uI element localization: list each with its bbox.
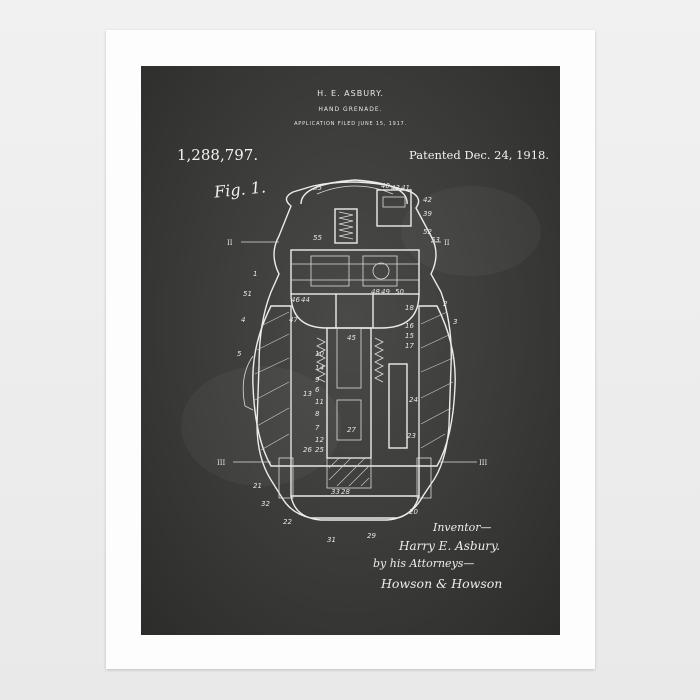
reference-numeral: 35	[313, 184, 322, 192]
reference-numeral: 40	[381, 182, 390, 190]
reference-numeral: 29	[367, 532, 376, 540]
reference-numeral: 46	[291, 296, 300, 304]
reference-numeral: 21	[253, 482, 262, 490]
reference-numeral: 51	[243, 290, 252, 298]
application-filed-line: APPLICATION FILED JUNE 15, 1917.	[294, 121, 407, 127]
reference-numeral: 11	[315, 398, 324, 406]
reference-numeral: 31	[327, 536, 336, 544]
central-tube	[326, 327, 372, 459]
reference-numeral: 23	[407, 432, 416, 440]
inventor-name-heading: H. E. ASBURY.	[317, 89, 384, 98]
reference-numeral: 33	[331, 488, 340, 496]
reference-numeral: 15	[405, 332, 414, 340]
base-ring-right	[416, 457, 432, 499]
reference-numeral: 1	[253, 270, 257, 278]
reference-numeral: 6	[315, 386, 320, 394]
patent-date: Patented Dec. 24, 1918.	[409, 148, 549, 162]
plunger-spring	[374, 337, 384, 383]
right-hatching	[420, 311, 454, 449]
reference-numeral: 49	[381, 288, 390, 296]
reference-numeral: 42	[423, 196, 432, 204]
reference-numeral: 17	[405, 342, 414, 350]
section-mark: III	[479, 459, 488, 467]
reference-numeral: 12	[315, 436, 324, 444]
left-segment	[252, 305, 292, 467]
timer-block	[362, 255, 398, 287]
reference-numeral: 44	[301, 296, 310, 304]
section-mark: III	[217, 459, 226, 467]
reference-numeral: 43	[391, 184, 400, 192]
timer-gear	[372, 262, 390, 280]
reference-numeral: 5	[237, 350, 242, 358]
attorneys-label: by his Attorneys—	[373, 557, 475, 570]
plunger	[336, 327, 362, 389]
reference-numeral: 20	[409, 508, 418, 516]
left-bulge	[242, 355, 254, 411]
reference-numeral: 24	[409, 396, 418, 404]
inventor-signature: Harry E. Asbury.	[399, 539, 501, 553]
reference-numeral: 48	[371, 288, 380, 296]
reference-numeral: 14	[315, 364, 324, 372]
reference-numeral: 22	[283, 518, 292, 526]
lever-pivot	[382, 196, 406, 208]
chalk-smudge	[401, 186, 541, 276]
patent-number: 1,288,797.	[177, 146, 259, 164]
top-cap	[300, 179, 408, 205]
reference-numeral: 55	[313, 234, 322, 242]
reference-numeral: 50	[395, 288, 404, 296]
reference-numeral: 7	[315, 424, 320, 432]
reference-numeral: 41	[401, 184, 410, 192]
reference-numeral: 53	[431, 236, 440, 244]
reference-numeral: 47	[289, 316, 298, 324]
reference-numeral: 28	[341, 488, 350, 496]
chalkboard-print: H. E. ASBURY. HAND GRENADE. APPLICATION …	[141, 66, 560, 635]
section-mark: II	[227, 239, 233, 247]
reference-numeral: 27	[347, 426, 356, 434]
charge-column	[388, 363, 408, 449]
reference-numeral: 13	[303, 390, 312, 398]
reference-numeral: 16	[405, 322, 414, 330]
base-ring-left	[278, 457, 294, 499]
inner-dome	[290, 293, 420, 329]
reference-numeral: 8	[315, 410, 320, 418]
lever-mechanism	[376, 189, 412, 227]
lower-chamber	[290, 465, 420, 497]
reference-numeral: 2	[443, 300, 448, 308]
base-plug	[290, 495, 420, 521]
reference-numeral: 4	[241, 316, 245, 324]
plunger-spring	[316, 337, 326, 383]
booster-block	[326, 457, 372, 489]
reference-numeral: 32	[261, 500, 270, 508]
right-segment	[418, 305, 456, 467]
grenade-section-drawing: II II III III 35 40 43 41 42 39 55 52 53…	[217, 179, 488, 544]
inventor-label: Inventor—	[433, 521, 492, 534]
reference-numeral: 39	[423, 210, 432, 218]
cap-dome	[316, 185, 394, 195]
reference-numeral: 45	[347, 334, 356, 342]
attorneys-signature: Howson & Howson	[381, 576, 503, 591]
upper-chamber	[290, 249, 420, 295]
section-mark: II	[444, 239, 450, 247]
reference-numeral: 26	[303, 446, 312, 454]
reference-numeral: 10	[315, 350, 324, 358]
booster-hatching	[328, 457, 370, 487]
reference-numeral: 9	[315, 376, 320, 384]
detonator-cap	[336, 399, 362, 441]
timer-block	[310, 255, 350, 287]
invention-title: HAND GRENADE.	[318, 106, 383, 113]
firing-pin-spring	[338, 211, 354, 240]
reference-numeral: 25	[315, 446, 324, 454]
reference-numeral: 18	[405, 304, 414, 312]
firing-pin-housing	[334, 208, 358, 244]
reference-numeral: 3	[453, 318, 457, 326]
reference-numeral: 52	[423, 228, 432, 236]
left-hatching	[254, 311, 290, 451]
